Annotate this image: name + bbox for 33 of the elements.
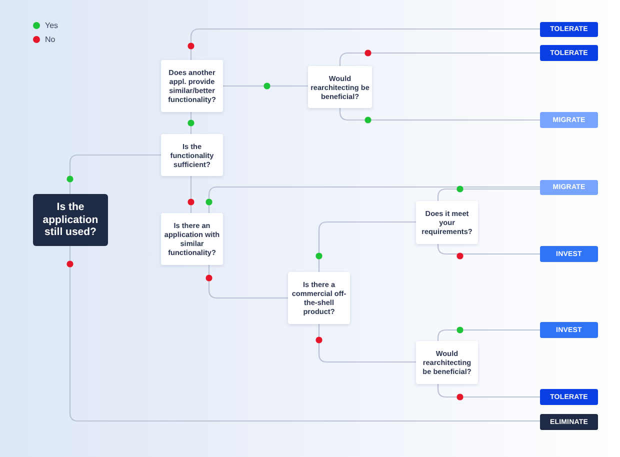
connector-line	[318, 221, 416, 272]
legend-label: No	[45, 35, 56, 44]
outcome-box	[540, 322, 598, 338]
connector-line	[318, 324, 416, 363]
decision-box	[308, 66, 372, 108]
decision-box	[416, 341, 478, 384]
connector-line	[223, 85, 308, 87]
outcome-box	[540, 180, 598, 195]
decision-box	[288, 272, 350, 324]
connector-line	[190, 176, 192, 213]
outcome-box	[540, 389, 598, 405]
outcome-box	[540, 414, 598, 430]
connector-line	[437, 384, 540, 398]
outcome-box	[540, 22, 598, 37]
connector-line	[208, 265, 288, 299]
connector-line	[190, 112, 192, 134]
connector-line	[437, 188, 540, 201]
decision-box	[161, 134, 223, 176]
connector-line	[339, 52, 540, 66]
outcome-box	[540, 246, 598, 262]
connector-line	[437, 244, 540, 255]
start-question-box	[33, 194, 108, 246]
connector-line	[69, 154, 161, 194]
connector-line	[190, 28, 540, 60]
connector-line	[208, 186, 540, 213]
node-text: Is the application still used?	[42, 201, 100, 239]
decision-box	[416, 201, 478, 244]
legend-label: Yes	[45, 21, 58, 30]
connector-line	[69, 246, 540, 422]
outcome-box	[540, 45, 598, 61]
decision-box	[161, 213, 223, 265]
outcome-box	[540, 112, 598, 128]
decision-box	[161, 60, 223, 112]
